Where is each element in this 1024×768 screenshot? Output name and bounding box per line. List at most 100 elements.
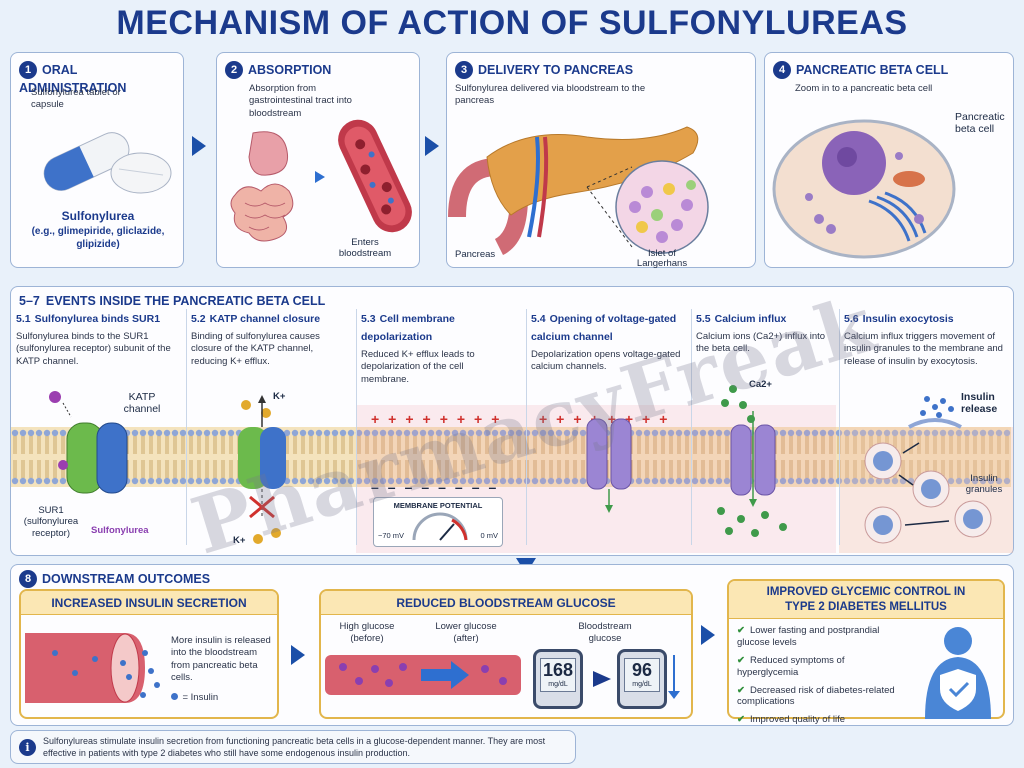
info-icon: i <box>19 739 36 756</box>
gauge-min: −70 mV <box>378 531 405 540</box>
insulin-secretion-title: INCREASED INSULIN SECRETION <box>21 591 277 615</box>
benefit-text: Decreased risk of diabetes-related compl… <box>737 684 895 708</box>
event-5-6-desc: Calcium influx triggers movement of insu… <box>844 331 1003 367</box>
event-5-4-desc: Depolarization opens voltage-gated calci… <box>531 349 681 373</box>
event-5-2-number: 5.2 <box>191 313 206 325</box>
check-icon: ✔ <box>737 684 745 696</box>
benefit-item: ✔Lower fasting and postprandial glucose … <box>737 625 905 649</box>
footer-text: Sulfonylureas stimulate insulin secretio… <box>43 736 546 759</box>
benefit-item: ✔ Improved quality of life <box>737 714 905 726</box>
glycemic-control-title: IMPROVED GLYCEMIC CONTROL IN TYPE 2 DIAB… <box>729 581 1003 619</box>
check-icon: ✔ <box>737 654 745 666</box>
beta-cell-label: Pancreatic beta cell <box>955 111 1005 135</box>
meter-arrow <box>593 671 611 687</box>
event-5-1-desc: Sulfonylurea binds to the SUR1 (sulfonyl… <box>16 331 171 367</box>
exocytosis-illustration <box>864 396 992 544</box>
arrow-outcome-1 <box>291 645 305 665</box>
sulfonylurea-label: Sulfonylurea <box>91 525 149 536</box>
event-5-5-number: 5.5 <box>696 313 711 325</box>
benefit-item: ✔Decreased risk of diabetes-related comp… <box>737 685 905 709</box>
ca-ion-label: Ca2+ <box>749 379 772 390</box>
downstream-number: 8 <box>19 570 37 588</box>
event-5-4-title: Opening of voltage-gated calcium channel <box>531 313 677 343</box>
minus-charges: –––––––– <box>371 479 506 495</box>
gauge-max: 0 mV <box>480 531 498 540</box>
insulin-secretion-box: INCREASED INSULIN SECRETION More insulin… <box>19 589 279 719</box>
katp-channel-label: KATP channel <box>123 391 161 415</box>
insulin-legend: = Insulin <box>182 692 219 703</box>
down-trend-arrowhead <box>668 691 680 699</box>
insulin-secretion-desc: More insulin is released into the bloods… <box>171 635 271 684</box>
blood-vessel-illustration <box>338 119 412 233</box>
insulin-dot-icon <box>171 693 178 700</box>
step-4-number: 4 <box>773 61 791 79</box>
benefit-text: Reduced symptoms of hyperglycemia <box>737 654 845 678</box>
event-5-5-title: Calcium influx <box>714 313 787 325</box>
glycemic-control-box: IMPROVED GLYCEMIC CONTROL IN TYPE 2 DIAB… <box>727 579 1005 725</box>
event-5-3-desc: Reduced K+ efflux leads to depolarizatio… <box>361 349 475 385</box>
after-unit: mg/dL <box>632 681 652 688</box>
glucose-vessel-illustration <box>325 655 521 695</box>
before-unit: mg/dL <box>548 681 568 688</box>
drug-name: Sulfonylurea <box>61 209 135 223</box>
downstream-panel: 8 DOWNSTREAM OUTCOMES INCREASED INSULIN S… <box>10 564 1014 726</box>
benefit-text: Improved quality of life <box>749 714 846 726</box>
step-4-desc: Zoom in to a pancreatic beta cell <box>795 83 933 94</box>
events-title: EVENTS INSIDE THE PANCREATIC BETA CELL <box>45 294 326 308</box>
step-3-number: 3 <box>455 61 473 79</box>
benefit-text: Lower fasting and postprandial glucose l… <box>737 625 880 648</box>
tablet-capsule-illustration <box>43 132 172 194</box>
absorption-arrow <box>315 171 325 183</box>
downstream-title: DOWNSTREAM OUTCOMES <box>42 572 211 587</box>
gi-tract-illustration <box>230 131 294 242</box>
enters-bloodstream-label: Enters bloodstream <box>338 237 392 259</box>
after-value: 96 <box>631 660 653 680</box>
event-5-1-number: 5.1 <box>16 313 31 325</box>
plus-charges: ++++++++ <box>539 411 677 427</box>
gauge-title: MEMBRANE POTENTIAL <box>393 501 483 510</box>
sur1-label: SUR1 (sulfonylurea receptor) <box>23 505 79 539</box>
calcium-channel-illustration <box>586 418 632 513</box>
events-panel: 5–7 EVENTS INSIDE THE PANCREATIC BETA CEL… <box>10 286 1014 556</box>
meter-label: Bloodstream glucose <box>578 621 632 645</box>
plus-charges: ++++++++ <box>371 411 509 427</box>
divider <box>839 309 840 545</box>
arrow-outcome-2 <box>701 625 715 645</box>
footer-note: i Sulfonylureas stimulate insulin secret… <box>10 730 576 764</box>
vessel-insulin-illustration <box>25 633 160 703</box>
events-number: 5–7 <box>19 294 40 308</box>
glucose-title: REDUCED BLOODSTREAM GLUCOSE <box>321 591 691 615</box>
calcium-influx-illustration <box>717 385 787 537</box>
arrow-1-2 <box>192 136 206 156</box>
membrane-potential-gauge: MEMBRANE POTENTIAL −70 mV 0 mV <box>373 497 503 547</box>
step-3-title: DELIVERY TO PANCREAS <box>478 63 634 78</box>
islet-label: Islet of Langerhans <box>636 248 688 270</box>
check-icon: ✔ <box>737 714 745 726</box>
step-4-title: PANCREATIC BETA CELL <box>796 63 949 78</box>
cell-membrane <box>11 427 1011 487</box>
event-5-3-number: 5.3 <box>361 313 376 325</box>
check-icon: ✔ <box>737 625 745 636</box>
divider <box>356 309 357 545</box>
insulin-granules-label: Insulin granules <box>965 473 1003 495</box>
step-2-desc: Absorption from gastrointestinal tract i… <box>249 83 352 119</box>
event-5-2-desc: Binding of sulfonylurea causes closure o… <box>191 331 320 367</box>
page-title: MECHANISM OF ACTION OF SULFONYLUREAS <box>116 4 908 42</box>
event-5-1-title: Sulfonylurea binds SUR1 <box>34 313 161 325</box>
divider <box>691 309 692 545</box>
before-value: 168 <box>542 660 574 680</box>
katp-sur1-illustration <box>49 391 128 494</box>
katp-closure-illustration <box>238 395 286 544</box>
low-glucose-label: Lower glucose (after) <box>435 621 497 645</box>
step-1-number: 1 <box>19 61 37 79</box>
event-5-4-number: 5.4 <box>531 313 546 325</box>
k-ion-bottom-label: K+ <box>233 535 246 546</box>
